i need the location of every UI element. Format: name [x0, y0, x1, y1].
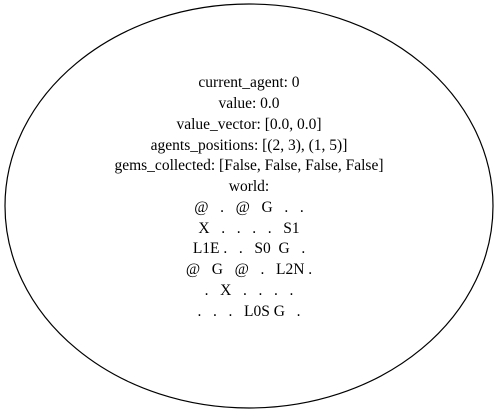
- value-line: value: 0.0: [218, 95, 279, 112]
- current-agent-line: current_agent: 0: [198, 74, 299, 91]
- world-row-4: . X . . . .: [205, 282, 294, 299]
- state-node-ellipse: [4, 3, 494, 409]
- agents-positions-line: agents_positions: [(2, 3), (1, 5)]: [151, 137, 348, 154]
- world-row-5: . . . L0S G .: [198, 303, 301, 320]
- world-row-0: @ . @ G . .: [194, 199, 304, 216]
- world-label: world:: [229, 178, 269, 195]
- value-vector-line: value_vector: [0.0, 0.0]: [176, 116, 321, 133]
- world-row-1: X . . . . S1: [198, 220, 299, 237]
- world-row-3: @ G @ . L2N .: [186, 261, 312, 278]
- world-row-2: L1E . . S0 G .: [193, 240, 305, 257]
- state-node-label: current_agent: 0 value: 0.0 value_vector…: [114, 74, 383, 320]
- gems-collected-line: gems_collected: [False, False, False, Fa…: [114, 157, 383, 174]
